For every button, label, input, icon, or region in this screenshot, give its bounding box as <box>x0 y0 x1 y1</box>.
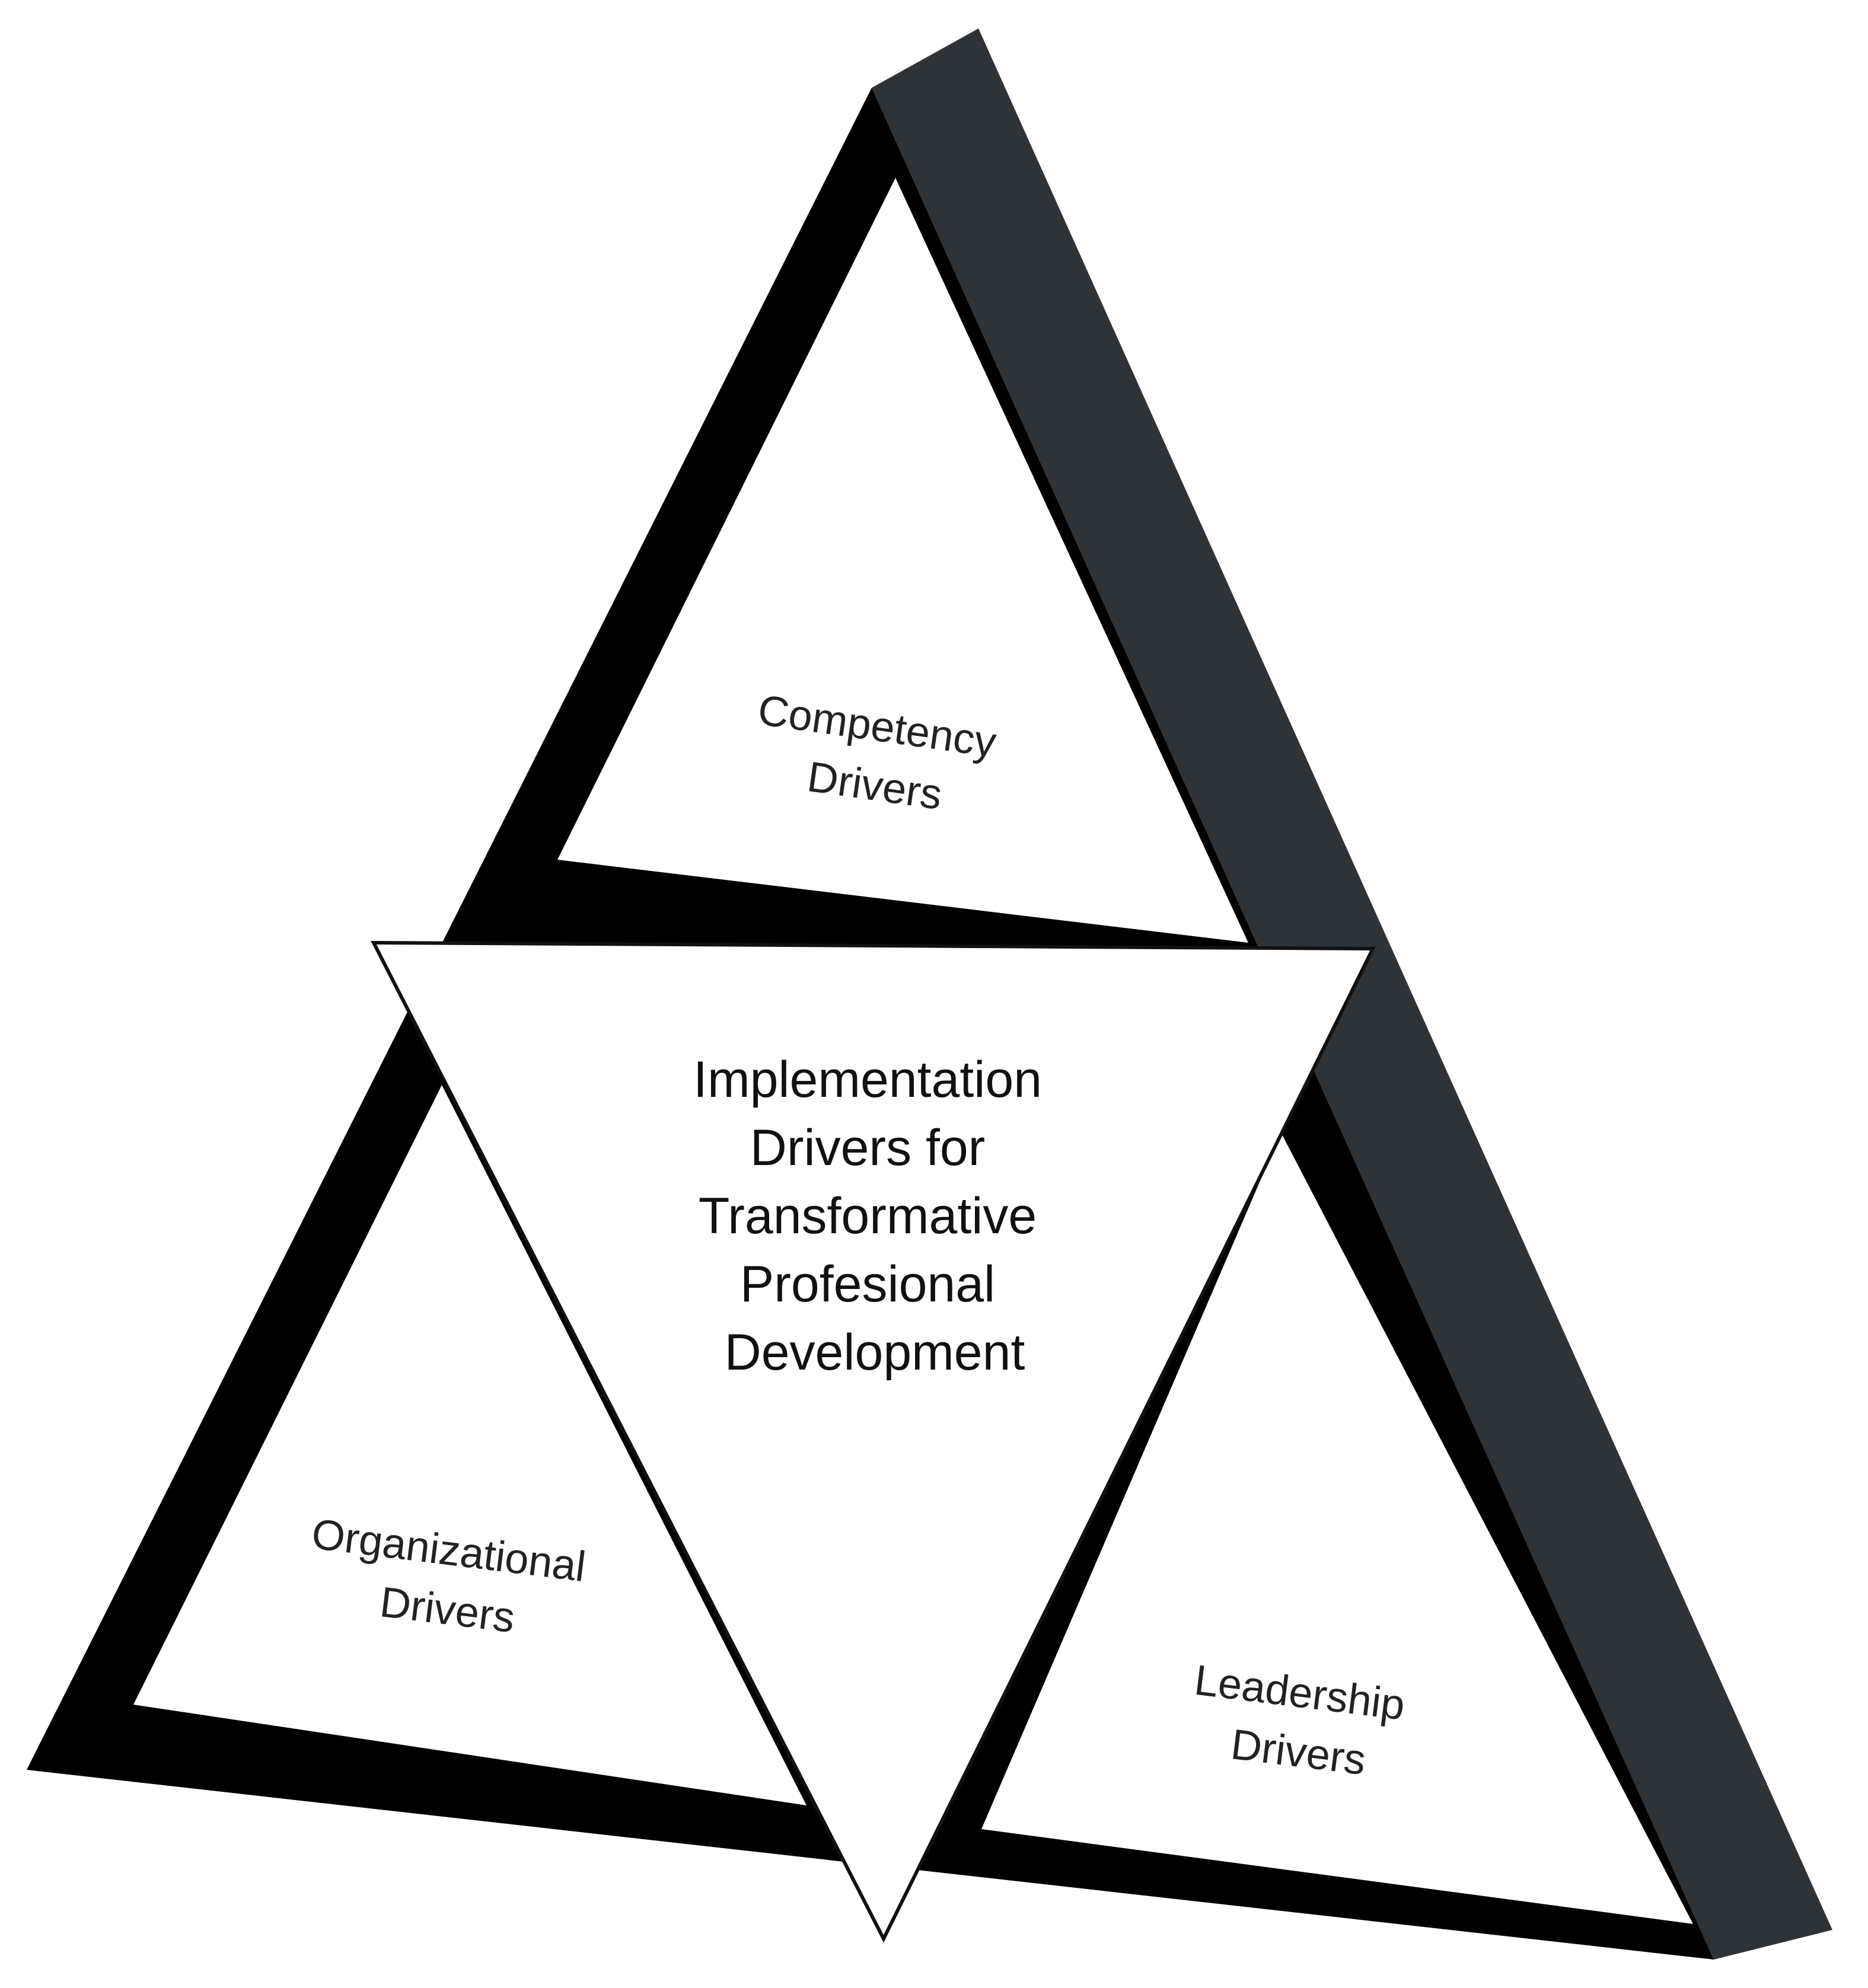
right-triangle <box>981 1132 1693 1924</box>
top-triangle <box>557 178 1248 943</box>
center-label-line-4: Profesional <box>740 1256 995 1313</box>
left-triangle <box>133 1085 807 1805</box>
center-label: Implementation Drivers for Transformativ… <box>693 1051 1056 1381</box>
center-inverted-triangle <box>371 940 1376 1943</box>
center-label-line-2: Drivers for <box>750 1119 986 1176</box>
center-label-line-1: Implementation <box>693 1051 1042 1108</box>
center-label-line-5: Development <box>725 1324 1025 1381</box>
center-label-line-3: Transformative <box>699 1188 1037 1245</box>
